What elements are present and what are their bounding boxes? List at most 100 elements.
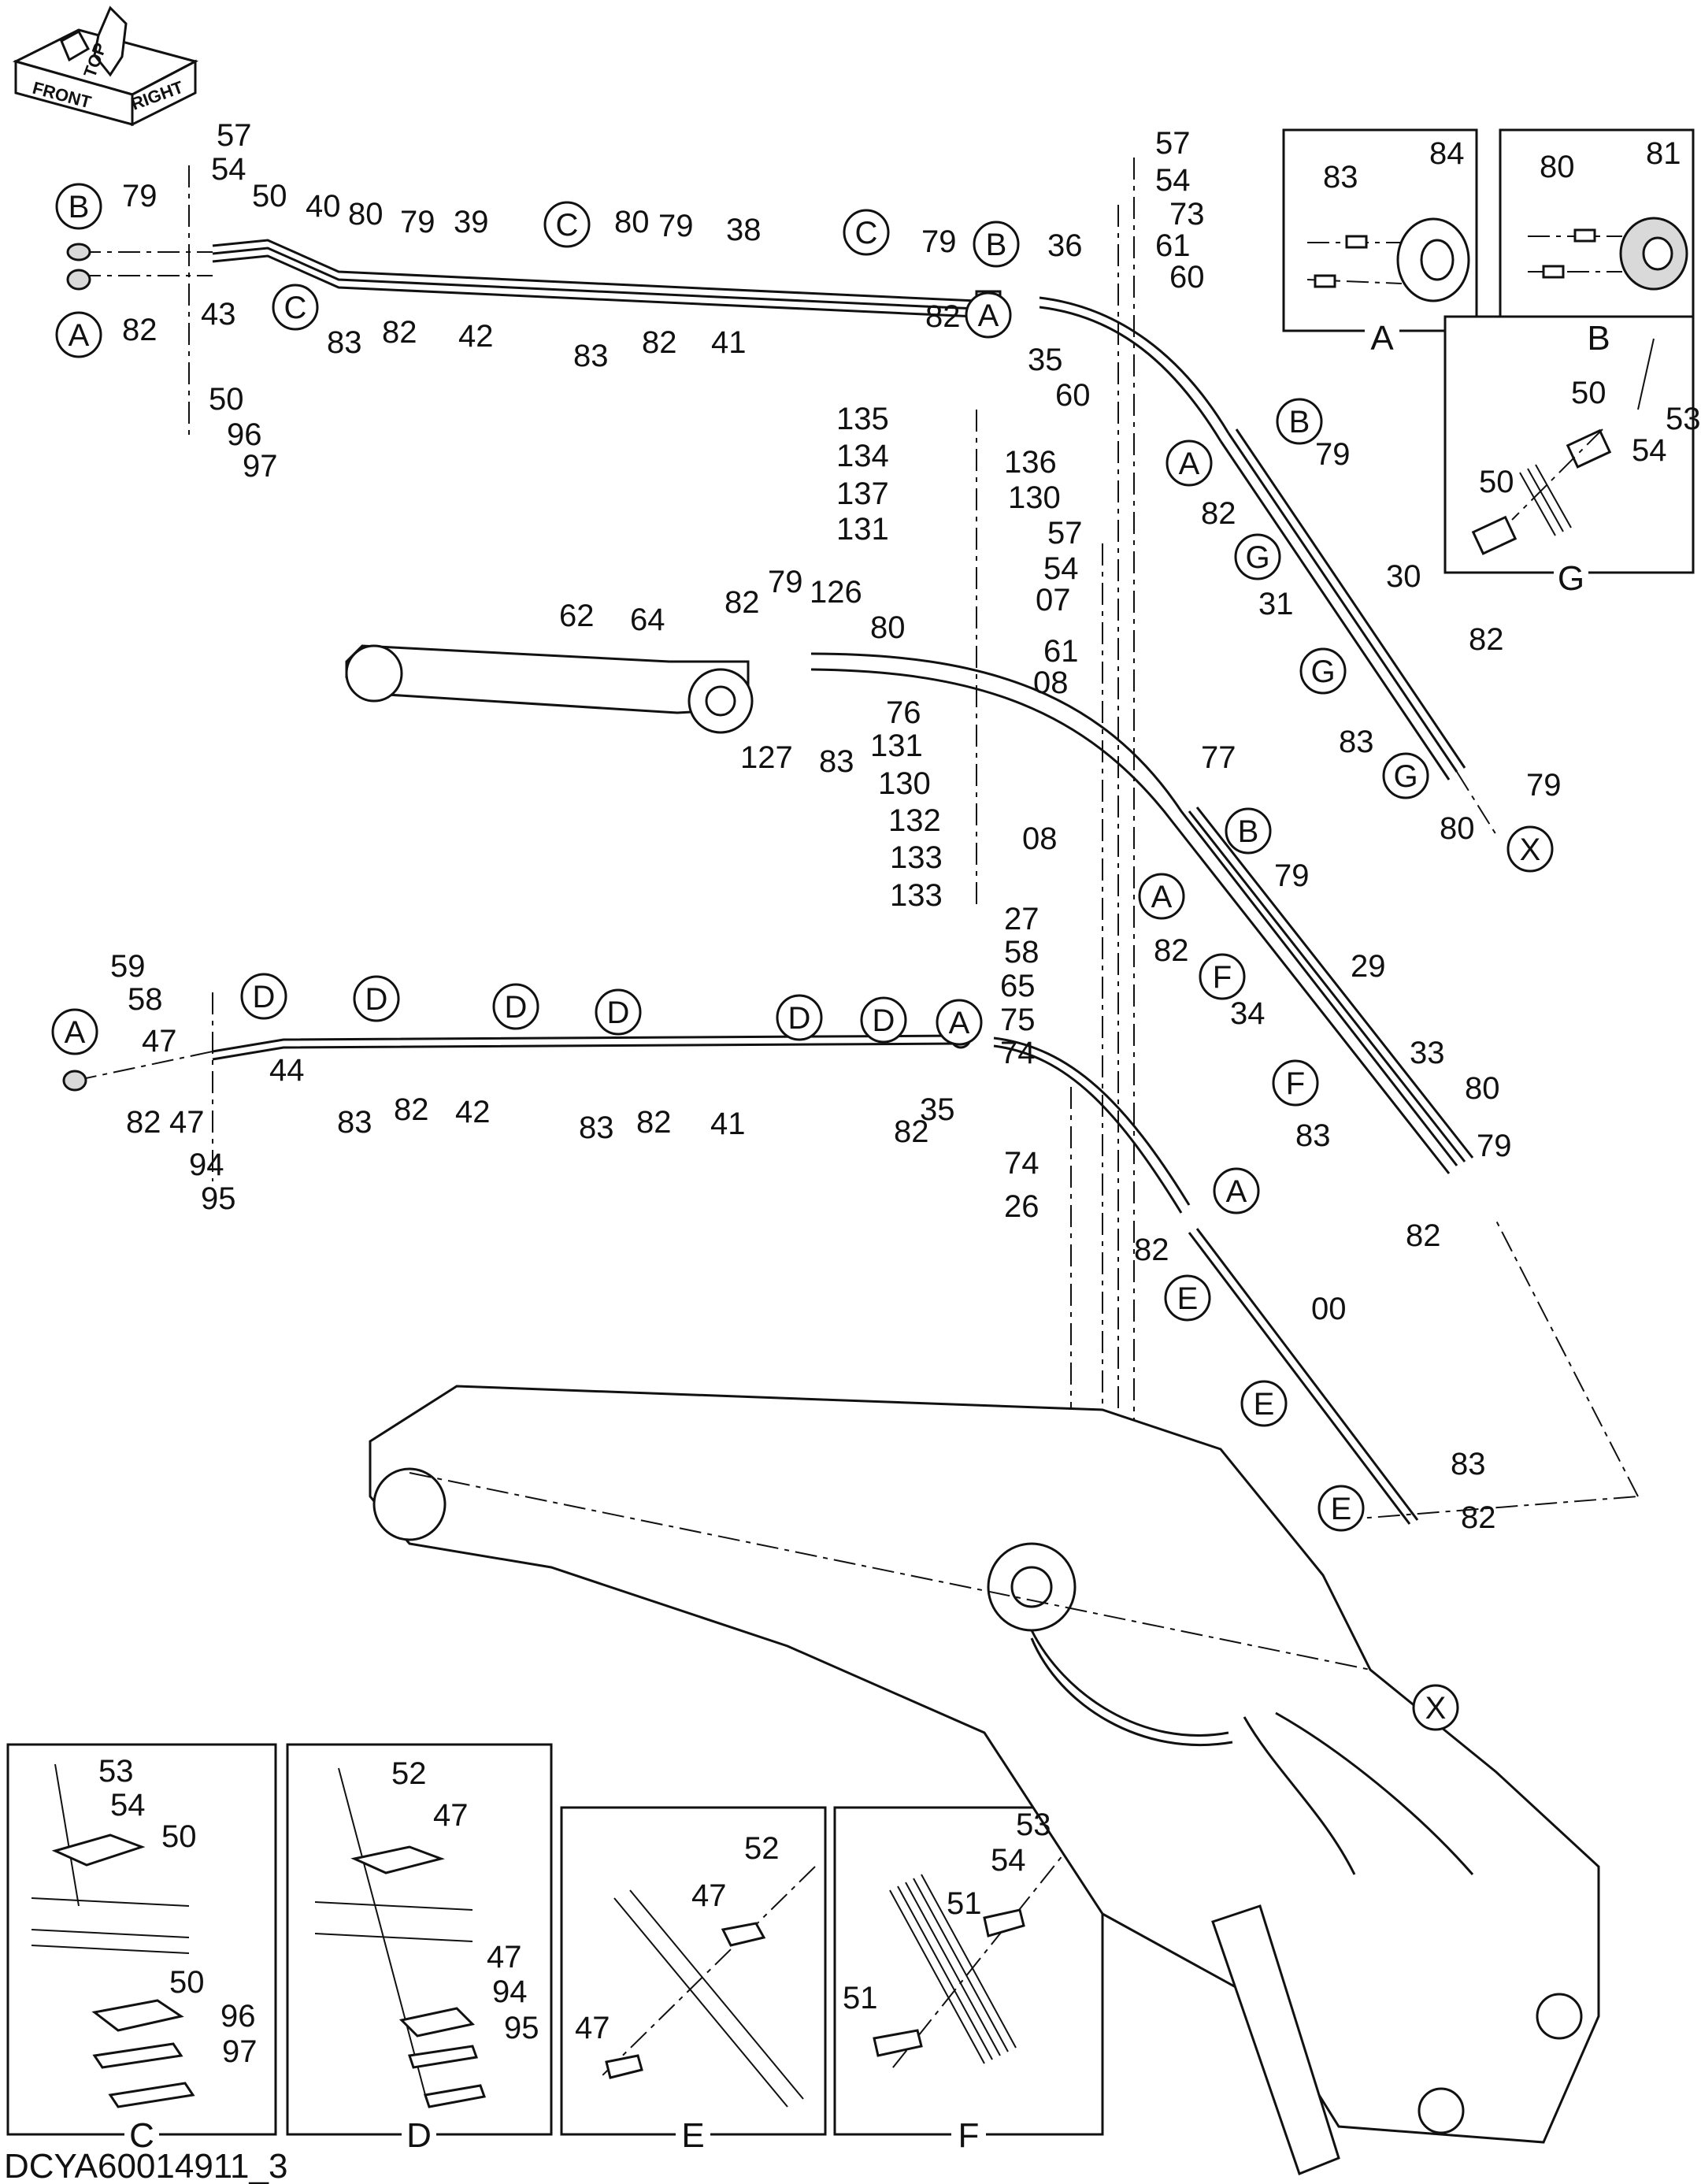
part-label: 61 [1155,228,1191,263]
view-callout: C [543,201,591,248]
callout-circle [965,291,1012,339]
part-label: 83 [579,1111,614,1145]
view-callout: A [936,999,983,1046]
view-callout: E [1240,1380,1288,1427]
caption-background [124,2120,159,2152]
detail-view-caption: F [958,2116,980,2155]
part-label: 79 [1526,768,1562,803]
part-label: 79 [122,179,158,213]
part-label: 38 [726,213,762,247]
detail-part-label: 96 [220,1999,256,2034]
part-label: 95 [201,1181,236,1216]
part-label: 58 [1004,935,1040,970]
callout-letter: A [1151,880,1173,914]
detail-part-label: 84 [1429,136,1465,171]
callout-circle [1299,647,1347,695]
callout-circle [1317,1485,1365,1532]
caption-background [1581,323,1616,354]
view-callout: G [1299,647,1347,695]
part-label: 80 [1440,811,1475,846]
callout-letter: A [69,318,90,353]
detail-view-caption: G [1558,559,1584,598]
view-callout: X [1412,1684,1459,1731]
callout-circle [1382,752,1429,799]
part-label: 50 [209,382,244,417]
part-label: 82 [1469,622,1504,657]
view-callout: X [1506,825,1554,873]
part-label: 43 [201,297,236,332]
part-label: 137 [836,476,889,511]
callout-circle [55,311,102,358]
part-label: 79 [658,209,694,243]
part-label: 82 [1154,933,1189,968]
part-label: 54 [211,152,246,187]
part-label: 31 [1258,587,1294,621]
callout-letter: G [1245,540,1269,575]
part-label: 58 [128,982,163,1017]
view-callout: A [1138,873,1185,920]
part-label: 65 [1000,969,1036,1003]
part-label: 82 [724,585,760,620]
detail-part-label: 54 [110,1788,146,1822]
detail-part-label: 47 [433,1798,469,1833]
callout-letter: E [1177,1281,1199,1316]
part-label: 47 [142,1024,177,1059]
part-label: 60 [1055,378,1091,413]
callout-letter: A [65,1015,86,1050]
part-label: 82 [382,315,417,350]
callout-circle [1213,1167,1260,1214]
part-label: 130 [878,766,931,801]
part-label: 62 [559,599,595,633]
detail-panel-e [560,1806,827,2136]
part-label: 54 [1155,163,1191,198]
part-label: 50 [252,179,287,213]
detail-panel-d [286,1743,553,2136]
view-callout: B [1225,807,1272,855]
caption-background [1365,323,1399,354]
detail-part-label: 81 [1646,136,1681,171]
part-label: 79 [1274,858,1310,893]
detail-part-label: 53 [1016,1808,1051,1842]
detail-part-label: 50 [161,1819,197,1854]
part-label: 42 [455,1095,491,1129]
part-label: 76 [886,695,921,730]
hose-assembly-upper [66,165,1497,836]
callout-circle [51,1008,98,1055]
detail-part-label: 47 [487,1940,522,1974]
part-label: 82 [894,1114,929,1149]
part-label: 83 [327,325,362,360]
caption-background [951,2120,986,2152]
part-label: 30 [1386,559,1421,594]
detail-part-label: 54 [1632,433,1667,468]
callout-circle [353,975,400,1022]
callout-letter: D [253,980,276,1014]
view-callout: D [776,994,823,1041]
part-label: 47 [169,1105,205,1140]
part-label: 41 [711,325,747,360]
part-label: 82 [122,313,158,347]
view-callout: A [1166,439,1213,487]
view-callout: E [1164,1274,1211,1322]
view-callout: D [595,988,642,1036]
callout-letter: B [69,190,90,224]
part-label: 133 [890,840,943,875]
view-callout: F [1199,953,1246,1000]
callout-letter: A [1226,1174,1247,1209]
part-label: 33 [1410,1036,1445,1070]
detail-part-label: 47 [691,1878,727,1913]
detail-panel-g [1443,315,1695,574]
callout-letter: D [788,1001,811,1036]
part-label: 08 [1033,666,1069,700]
part-label: 80 [1465,1071,1500,1106]
part-label: 74 [1000,1036,1036,1070]
part-label: 82 [636,1105,672,1140]
part-label: 82 [394,1092,429,1127]
callout-letter: D [365,982,388,1017]
part-label: 127 [740,740,793,775]
detail-part-label: 95 [504,2011,539,2045]
callout-circle [1164,1274,1211,1322]
detail-panel-b [1499,128,1695,332]
cylinder-body [345,644,754,734]
callout-circle [1138,873,1185,920]
callout-letter: D [607,996,630,1030]
